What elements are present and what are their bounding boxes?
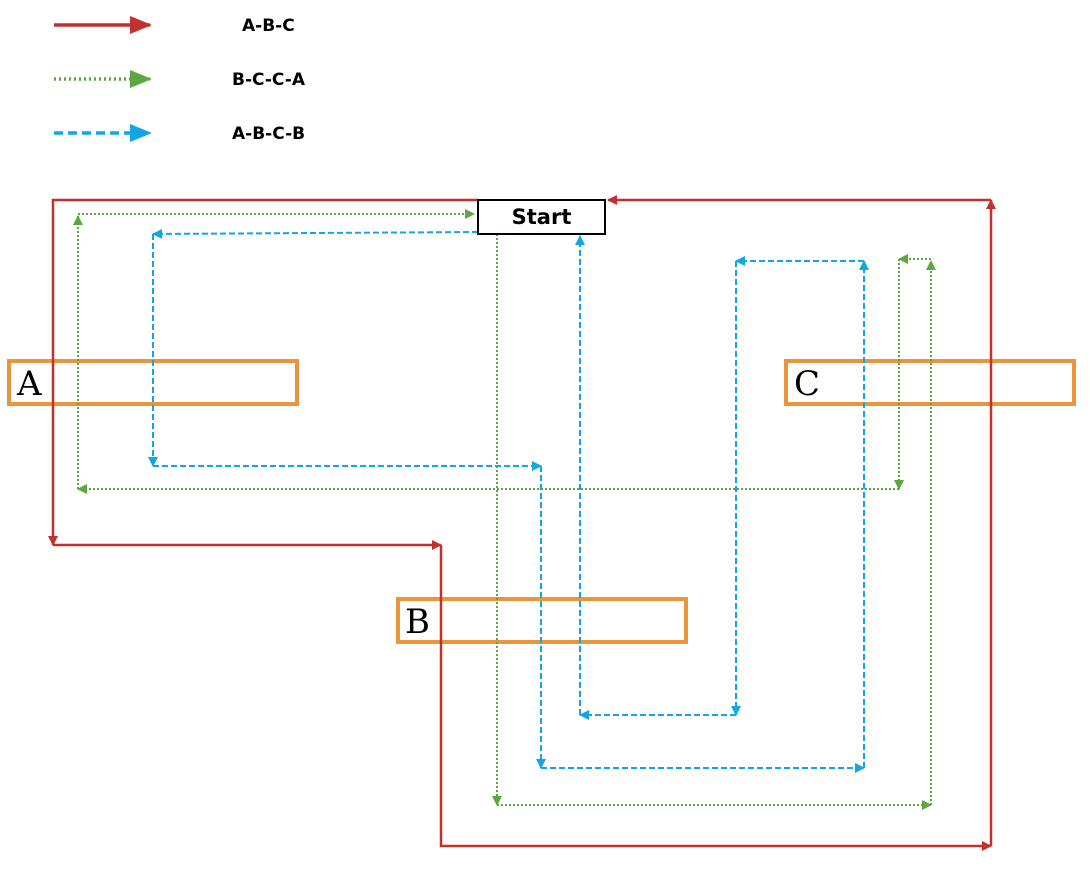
- start-node: Start: [477, 199, 606, 235]
- start-label: Start: [512, 205, 572, 229]
- route-b-c-c-a: [73, 209, 936, 810]
- legend-label-a-b-c-b: A-B-C-B: [232, 124, 305, 144]
- legend-label-a-b-c: A-B-C: [242, 16, 295, 36]
- route-a-b-c-b-leg-1: [152, 228, 479, 239]
- route-a-b-c-b: [148, 228, 869, 773]
- legend-label-b-c-c-a: B-C-C-A: [232, 70, 306, 90]
- legend: A-B-C B-C-C-A A-B-C-B: [54, 16, 306, 144]
- zone-a-label: A: [16, 364, 42, 404]
- zone-c-label: C: [794, 364, 820, 404]
- route-a-b-c-leg-3: [439, 545, 992, 851]
- zone-b-label: B: [405, 602, 430, 642]
- route-a-b-c-leg-1: [48, 198, 478, 546]
- route-a-b-c: [48, 195, 996, 851]
- start-box: [477, 199, 606, 235]
